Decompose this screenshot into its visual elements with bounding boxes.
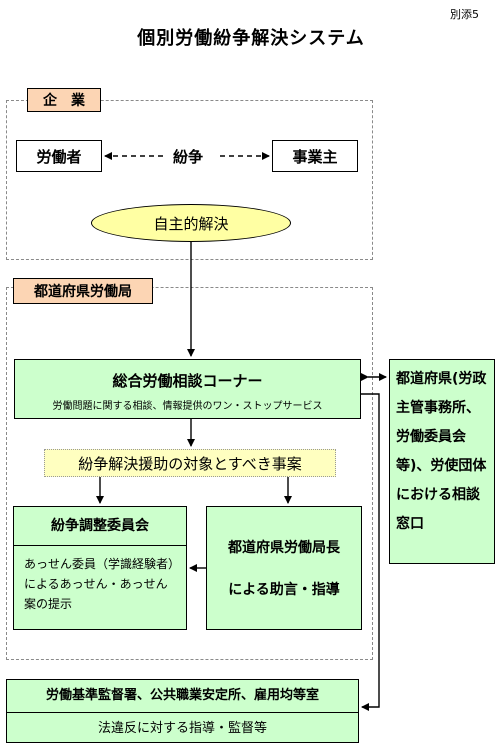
employer-box: 事業主: [272, 140, 358, 172]
annex-label: 別添5: [450, 8, 479, 21]
labor-offices-box: 労働基準監督署、公共職業安定所、雇用均等室 法違反に対する指導・監督等: [6, 679, 359, 743]
worker-box: 労働者: [16, 140, 102, 172]
company-section: [6, 100, 373, 260]
labor-offices-title: 労働基準監督署、公共職業安定所、雇用均等室: [7, 680, 358, 713]
target-cases-box: 紛争解決援助の対象とすべき事案: [44, 449, 336, 477]
committee-title: 紛争調整委員会: [14, 507, 186, 546]
bureau-section: [6, 287, 373, 660]
committee-body: あっせん委員（学識経験者）によるあっせん・あっせん案の提示: [24, 557, 175, 611]
consultation-corner-box: 総合労働相談コーナー 労働問題に関する相談、情報提供のワン・ストップサービス: [14, 359, 361, 419]
page-title: 個別労働紛争解決システム: [137, 28, 365, 49]
consultation-corner-title: 総合労働相談コーナー: [112, 372, 263, 390]
director-line2: による助言・指導: [228, 582, 340, 598]
committee-box: 紛争調整委員会 あっせん委員（学識経験者）によるあっせん・あっせん案の提示: [13, 506, 187, 630]
consultation-corner-subtitle: 労働問題に関する相談、情報提供のワン・ストップサービス: [52, 401, 323, 412]
director-box: 都道府県労働局長 による助言・指導: [206, 506, 362, 630]
company-label: 企 業: [27, 88, 101, 112]
self-resolution-ellipse: 自主的解決: [91, 204, 291, 242]
dispute-label: 紛争: [173, 148, 204, 166]
director-line1: 都道府県労働局長: [228, 540, 340, 556]
corner-to-offices-arrow: [361, 393, 380, 711]
bureau-label: 都道府県労働局: [13, 278, 153, 304]
side-consultation-box: 都道府県(労政主管事務所、労働委員会等)、労使団体における相談窓口: [389, 359, 495, 564]
labor-offices-body: 法違反に対する指導・監督等: [97, 721, 267, 736]
